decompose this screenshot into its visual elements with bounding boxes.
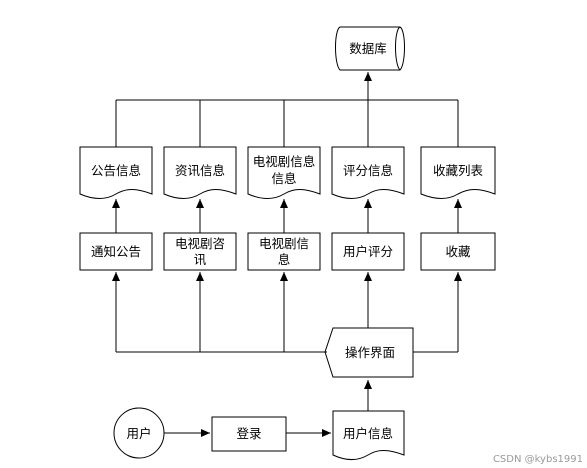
interface-label: 操作界面 — [345, 345, 395, 360]
process-tv-info-label-2: 息 — [278, 252, 291, 267]
process-notice-box — [79, 232, 153, 271]
process-favorite-box — [420, 232, 496, 271]
process-tv-news-box — [163, 232, 237, 271]
doc-tv-info-shape — [247, 146, 321, 199]
watermark: CSDN @kybs1991 — [493, 454, 583, 465]
process-user-rating-label: 用户评分 — [343, 244, 393, 259]
doc-rating-shape — [331, 146, 405, 199]
user-label: 用户 — [126, 426, 151, 441]
doc-user-info-shape — [332, 410, 405, 460]
database-label: 数据库 — [349, 41, 387, 56]
doc-news-shape — [163, 146, 237, 199]
process-tv-news-label-1: 电视剧咨 — [175, 236, 225, 251]
doc-tv-info-label-2: 信息 — [271, 171, 296, 186]
user-info-label: 用户信息 — [343, 426, 393, 441]
process-tv-news-label-2: 讯 — [194, 252, 207, 267]
doc-announcement-shape — [79, 146, 153, 199]
doc-rating-label: 评分信息 — [343, 163, 393, 178]
process-user-rating-box — [331, 232, 405, 271]
process-tv-info-box — [247, 232, 321, 271]
doc-tv-info-label-1: 电视剧信息 — [253, 154, 316, 169]
login-label: 登录 — [236, 426, 261, 441]
process-tv-info-label-1: 电视剧信 — [259, 236, 309, 251]
doc-announcement-label: 公告信息 — [91, 163, 141, 178]
doc-favorites-shape — [420, 146, 496, 199]
interface-shape — [324, 327, 414, 378]
doc-news-label: 资讯信息 — [175, 163, 225, 178]
process-notice-label: 通知公告 — [91, 244, 141, 259]
login-box — [211, 416, 287, 452]
process-favorite-label: 收藏 — [445, 244, 471, 259]
doc-favorites-label: 收藏列表 — [433, 163, 484, 178]
